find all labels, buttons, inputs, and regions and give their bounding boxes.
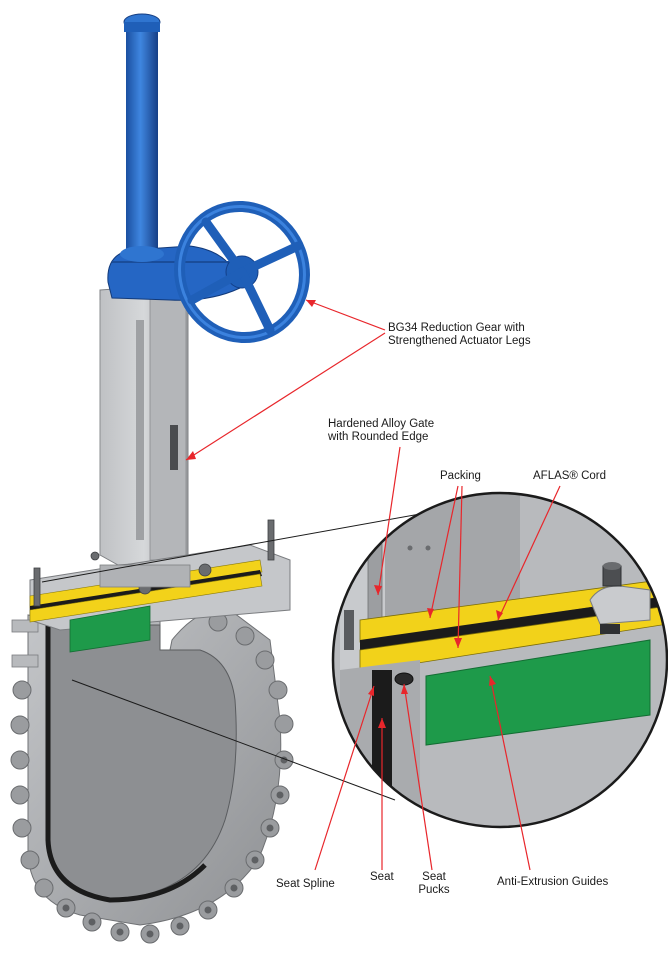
label-seat-spline: Seat Spline <box>276 878 335 890</box>
valve-body <box>10 608 294 944</box>
label-gear-line2: Strengthened Actuator Legs <box>388 335 531 347</box>
label-packing: Packing <box>440 470 481 482</box>
lug-holes <box>62 756 288 938</box>
label-seat: Seat <box>370 871 394 883</box>
zoom-detail <box>331 491 668 829</box>
label-anti-extrusion: Anti-Extrusion Guides <box>497 876 609 888</box>
label-gate: Hardened Alloy Gate with Rounded Edge <box>328 418 434 444</box>
callout-leaders <box>185 299 561 871</box>
label-gear: BG34 Reduction Gear with Strengthened Ac… <box>388 322 531 348</box>
label-gate-line2: with Rounded Edge <box>328 431 429 443</box>
label-seat-pucks: Seat Pucks <box>416 871 452 897</box>
packing-gland <box>29 519 291 653</box>
stem-cover <box>123 13 161 260</box>
label-gear-line1: BG34 Reduction Gear with <box>388 322 525 334</box>
zoom-line-top <box>41 504 471 583</box>
leg-slot <box>170 425 178 470</box>
flange-lugs <box>10 612 294 944</box>
zoom-line-bottom <box>71 679 396 801</box>
actuator-legs <box>99 284 189 566</box>
label-seat-pucks-line2: Pucks <box>418 884 450 896</box>
label-gate-line1: Hardened Alloy Gate <box>328 418 435 430</box>
label-seat-pucks-line1: Seat <box>422 871 446 883</box>
label-aflas-cord: AFLAS® Cord <box>533 470 607 482</box>
handwheel <box>174 200 310 344</box>
callout-arrowheads <box>186 300 503 728</box>
